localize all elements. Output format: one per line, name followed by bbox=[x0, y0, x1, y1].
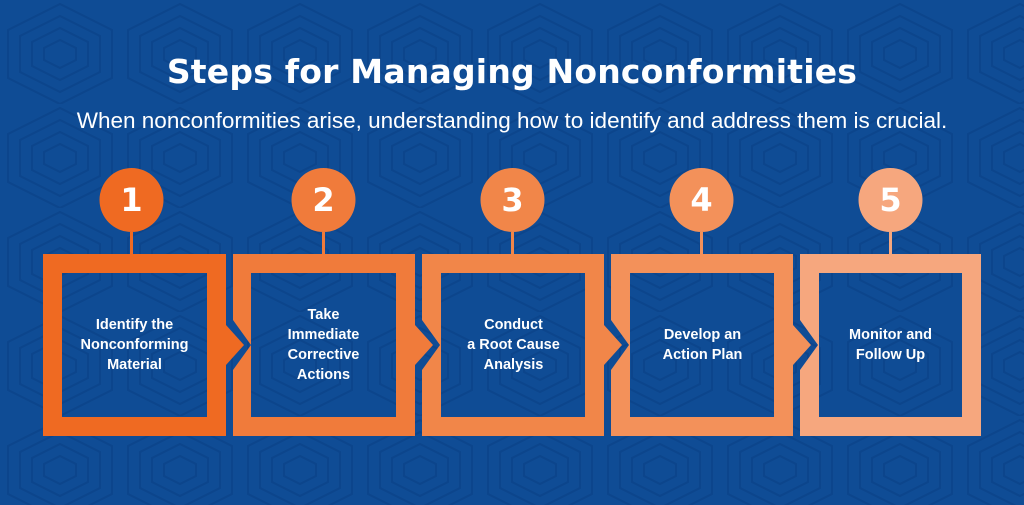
step-1-number: 1 bbox=[120, 181, 143, 219]
step-1-frame bbox=[43, 168, 244, 436]
step-5-number: 5 bbox=[879, 181, 902, 219]
step-5-label-line: Monitor and bbox=[849, 327, 932, 343]
step-4-label-line: Action Plan bbox=[662, 347, 743, 363]
step-4-frame bbox=[611, 168, 811, 436]
step-4-number: 4 bbox=[690, 181, 713, 219]
step-3-label-line: a Root Cause bbox=[467, 337, 560, 353]
step-3-label-line: Conduct bbox=[484, 317, 543, 333]
step-4-label-line: Develop an bbox=[663, 327, 742, 343]
step-3-label-line: Analysis bbox=[483, 357, 544, 373]
step-2-number: 2 bbox=[312, 181, 335, 219]
step-2-label-line: Corrective bbox=[287, 347, 360, 363]
step-2-label-line: Immediate bbox=[287, 327, 360, 343]
step-1-label-line: Nonconforming bbox=[80, 337, 189, 353]
step-1-label: Identify the Nonconforming Material bbox=[62, 273, 207, 417]
page-subtitle: When nonconformities arise, understandin… bbox=[76, 108, 948, 133]
step-4-label: Develop an Action Plan bbox=[630, 273, 775, 417]
step-1-label-line: Identify the bbox=[95, 317, 174, 333]
step-1-label-line: Material bbox=[107, 357, 162, 373]
step-2-label: Take Immediate Corrective Actions bbox=[251, 273, 396, 417]
step-2-frame bbox=[233, 168, 433, 436]
step-2-label-line: Actions bbox=[296, 367, 351, 383]
page-title: Steps for Managing Nonconformities bbox=[166, 52, 858, 91]
step-3-label: Conduct a Root Cause Analysis bbox=[441, 273, 586, 417]
step-5-label-line: Follow Up bbox=[855, 347, 926, 363]
step-3-number: 3 bbox=[501, 181, 524, 219]
step-5-frame bbox=[800, 168, 981, 436]
step-2-label-line: Take bbox=[307, 307, 340, 323]
step-5-label: Monitor and Follow Up bbox=[818, 273, 963, 417]
step-3-frame bbox=[422, 168, 622, 436]
